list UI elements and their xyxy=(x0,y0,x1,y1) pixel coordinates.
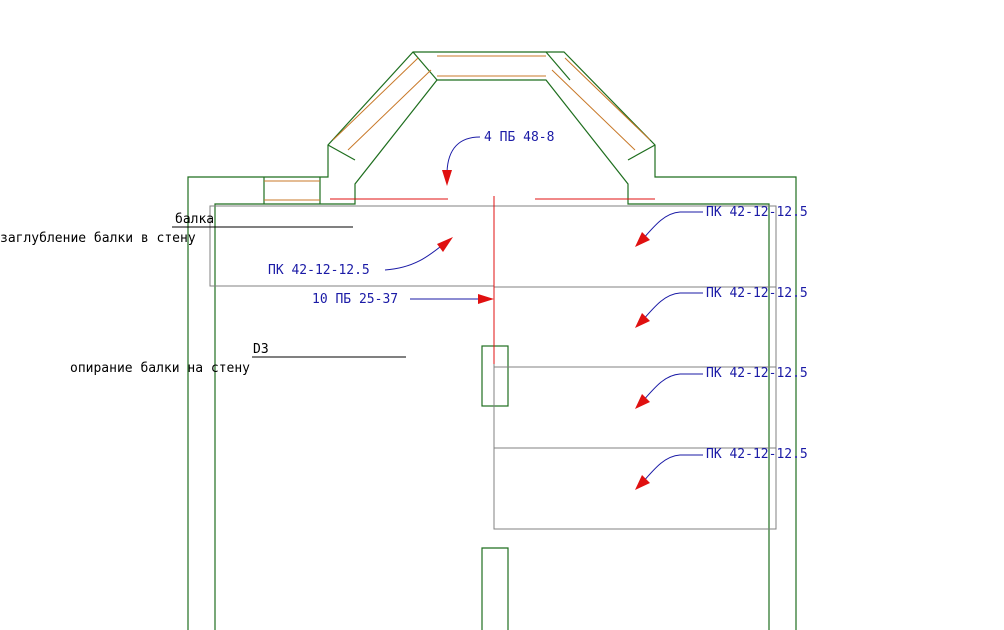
arrow-slab-2 xyxy=(635,313,650,328)
label-beam-support: опирание балки на стену xyxy=(70,361,250,376)
arrow-slab-4 xyxy=(635,475,650,490)
leader-slab-1 xyxy=(641,211,703,241)
outer-walls xyxy=(187,51,797,630)
leader-slab-2 xyxy=(641,292,703,322)
column-upper xyxy=(481,345,509,407)
slab-outlines xyxy=(209,205,777,530)
label-top-lintel: 4 ПБ 48-8 xyxy=(484,130,554,145)
bay-wall-joint-right-top xyxy=(545,51,571,81)
inner-wall-outline xyxy=(214,79,770,630)
column-lower xyxy=(481,547,509,630)
label-d3: D3 xyxy=(253,342,269,357)
label-lintel-mid: 10 ПБ 25-37 xyxy=(312,292,398,307)
bay-line-1 xyxy=(332,57,419,141)
label-slab-1: ПК 42-12-12.5 xyxy=(706,205,808,220)
label-beam: балка xyxy=(175,212,214,227)
bay-line-6 xyxy=(551,69,636,151)
arrowheads xyxy=(437,170,650,490)
bay-line-2 xyxy=(347,69,432,151)
label-slab-4: ПК 42-12-12.5 xyxy=(706,447,808,462)
outer-wall-outline xyxy=(187,51,797,630)
bay-window xyxy=(264,55,651,201)
bay-line-5 xyxy=(564,57,651,141)
label-slab-2: ПК 42-12-12.5 xyxy=(706,286,808,301)
lintels xyxy=(330,196,655,364)
leader-slab-left xyxy=(384,242,446,271)
label-beam-embed: заглубление балки в стену xyxy=(0,231,196,246)
label-slab-left: ПК 42-12-12.5 xyxy=(268,263,370,278)
bay-wall-joint-right xyxy=(627,144,656,161)
arrow-slab-1 xyxy=(635,232,650,247)
leaders xyxy=(384,136,703,484)
arrow-slab-left xyxy=(437,237,453,252)
arrow-lintel-mid xyxy=(478,294,494,304)
bay-wall-joint-left-top xyxy=(412,51,438,81)
label-slab-3: ПК 42-12-12.5 xyxy=(706,366,808,381)
slab-4 xyxy=(493,447,777,530)
arrow-slab-3 xyxy=(635,394,650,409)
label-underlines xyxy=(172,226,406,358)
bay-wall-joint-left xyxy=(327,144,356,161)
leader-slab-3 xyxy=(641,373,703,403)
leader-slab-4 xyxy=(641,454,703,484)
leader-top-lintel xyxy=(446,136,481,173)
arrow-top-lintel xyxy=(442,170,452,186)
